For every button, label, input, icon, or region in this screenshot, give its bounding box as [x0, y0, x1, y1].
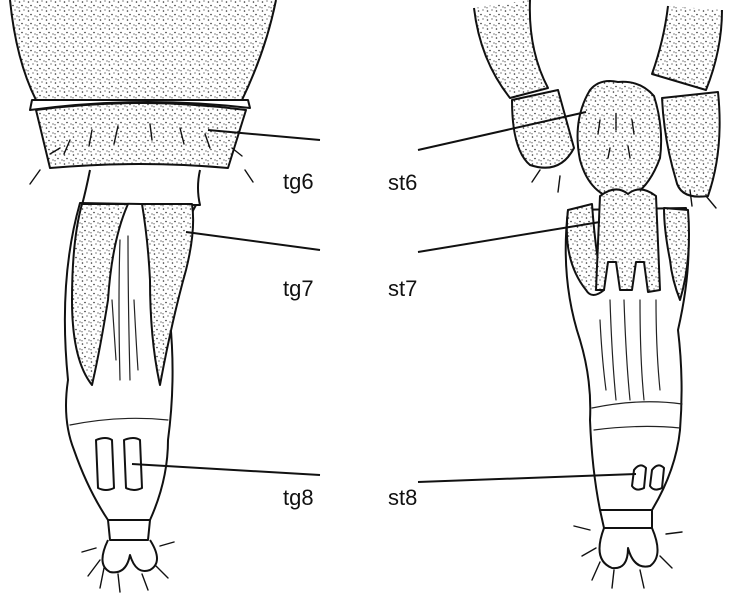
sternite-8-left-sclerite — [632, 465, 646, 489]
leader-tg7 — [186, 232, 320, 250]
sternite-6 — [578, 81, 662, 200]
label-st6: st6 — [388, 170, 417, 195]
label-st7: st7 — [388, 276, 417, 301]
tergite-6 — [36, 103, 246, 168]
segment-6-right-lobe — [662, 92, 720, 197]
sternite-8-right-sclerite — [650, 465, 664, 489]
label-tg8: tg8 — [283, 485, 314, 510]
ventral-view — [418, 0, 722, 588]
sternite-7 — [596, 189, 660, 292]
neck-dorsal — [82, 170, 200, 205]
segment-5-dorsal — [10, 0, 276, 100]
terminal-lobes-ventral — [600, 510, 658, 568]
label-st8: st8 — [388, 485, 417, 510]
segment-5-ventral-left — [474, 0, 548, 98]
terminal-lobes-dorsal — [102, 520, 157, 572]
segment-6-left-lobe — [512, 90, 574, 168]
segment-5-ventral-right — [652, 6, 722, 90]
dorsal-view — [10, 0, 320, 592]
tergite-8-left-sclerite — [96, 438, 114, 490]
label-tg6: tg6 — [283, 169, 314, 194]
label-tg7: tg7 — [283, 276, 314, 301]
